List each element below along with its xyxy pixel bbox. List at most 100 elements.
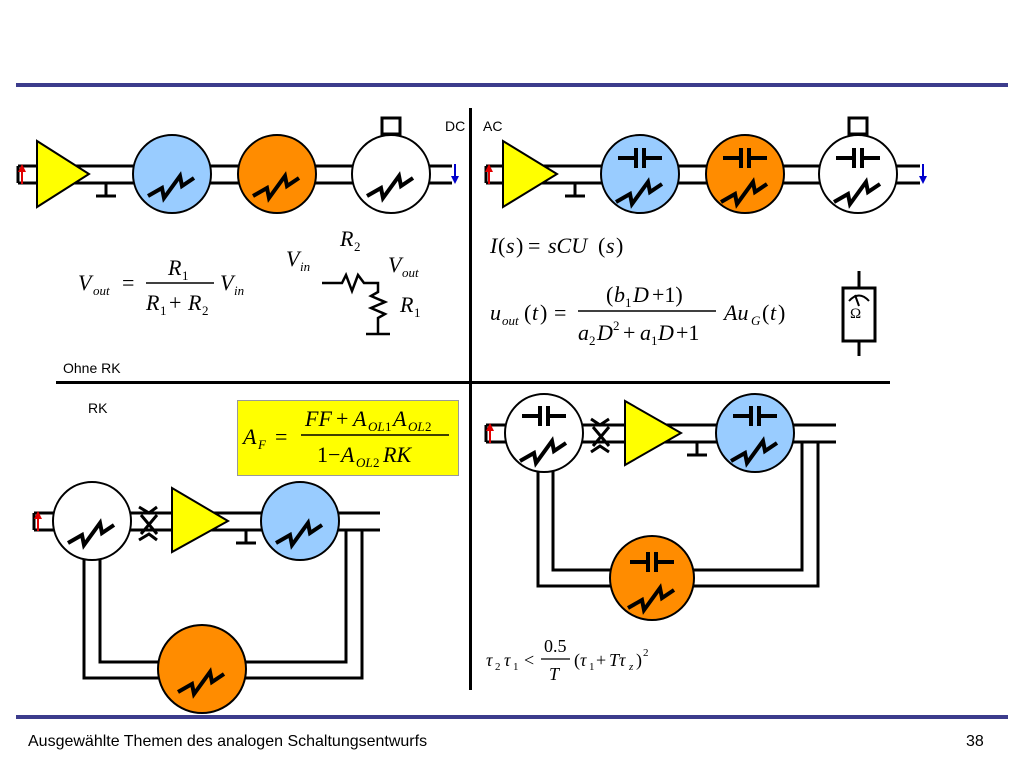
svg-text:z: z bbox=[628, 661, 634, 673]
svg-text:A: A bbox=[241, 424, 257, 449]
transfer-equation: u out ( t ) = ( b 1 D +1) a 2 D 2 + a 1 … bbox=[490, 282, 785, 348]
svg-text:1: 1 bbox=[513, 661, 519, 673]
resistor-icon bbox=[322, 271, 389, 334]
amplifier-triangle-icon bbox=[171, 486, 231, 554]
svg-text:=: = bbox=[528, 233, 540, 258]
svg-text:0.5: 0.5 bbox=[544, 636, 567, 656]
svg-text:+: + bbox=[596, 650, 606, 670]
svg-text:V: V bbox=[220, 270, 236, 295]
svg-text:a: a bbox=[640, 320, 651, 345]
orange-node-icon bbox=[609, 535, 695, 621]
bottom-rule bbox=[16, 715, 1008, 719]
ohm-meter bbox=[841, 271, 877, 356]
vertical-divider bbox=[469, 108, 472, 690]
svg-text:): ) bbox=[540, 300, 547, 325]
svg-text:s: s bbox=[606, 233, 615, 258]
input-arrow-head-icon bbox=[486, 423, 494, 431]
svg-text:a: a bbox=[578, 320, 589, 345]
svg-text:τ: τ bbox=[580, 650, 587, 670]
amplifier-triangle-icon bbox=[624, 399, 684, 467]
voltage-divider-schematic bbox=[322, 271, 390, 336]
svg-text:): ) bbox=[616, 233, 623, 258]
ohne-rk-label: Ohne RK bbox=[63, 360, 121, 376]
horizontal-divider bbox=[56, 381, 890, 384]
bottom-right-loop bbox=[484, 393, 836, 621]
svg-text:D: D bbox=[596, 320, 613, 345]
svg-text:2: 2 bbox=[495, 661, 501, 673]
svg-text:τ: τ bbox=[504, 650, 511, 670]
svg-text:s: s bbox=[506, 233, 515, 258]
svg-text:=: = bbox=[122, 270, 134, 295]
svg-text:τ: τ bbox=[486, 650, 493, 670]
svg-text:1−: 1− bbox=[317, 442, 340, 467]
current-equation: I ( s ) = sCU ( s ) bbox=[489, 233, 623, 258]
svg-text:in: in bbox=[234, 283, 244, 298]
svg-text:D: D bbox=[632, 282, 649, 307]
svg-text:out: out bbox=[502, 313, 519, 328]
svg-text:A: A bbox=[339, 442, 355, 467]
svg-text:in: in bbox=[300, 259, 310, 274]
svg-text:+1: +1 bbox=[676, 320, 699, 345]
svg-text:V: V bbox=[388, 252, 404, 277]
svg-text:D: D bbox=[657, 320, 674, 345]
ohm-symbol: Ω bbox=[850, 306, 862, 322]
feedback-formula-box bbox=[237, 400, 459, 476]
amplifier-triangle-icon bbox=[36, 139, 91, 209]
svg-text:1: 1 bbox=[160, 303, 167, 318]
svg-text:(: ( bbox=[574, 650, 580, 671]
output-arrow-head-icon bbox=[451, 176, 459, 184]
svg-text:V: V bbox=[78, 270, 94, 295]
feedback-equation: A F = FF + A OL 1 A OL 2 1− A OL 2 RK bbox=[241, 406, 449, 470]
white-node-icon bbox=[818, 134, 898, 214]
svg-text:R: R bbox=[167, 255, 182, 280]
blue-node-icon bbox=[715, 393, 795, 473]
white-node-icon bbox=[351, 134, 431, 214]
svg-text:+: + bbox=[336, 406, 348, 431]
svg-text:2: 2 bbox=[589, 333, 596, 348]
svg-text:): ) bbox=[636, 650, 642, 671]
svg-text:=: = bbox=[554, 300, 566, 325]
probe-icon bbox=[847, 116, 869, 136]
svg-text:<: < bbox=[524, 650, 534, 670]
input-arrow-head-icon bbox=[18, 164, 26, 172]
svg-text:): ) bbox=[516, 233, 523, 258]
blue-node-icon bbox=[132, 134, 212, 214]
svg-text:sCU: sCU bbox=[548, 233, 589, 258]
svg-text:OL: OL bbox=[356, 455, 373, 470]
ac-chain bbox=[484, 116, 927, 214]
svg-text:+: + bbox=[169, 290, 181, 315]
svg-text:(: ( bbox=[524, 300, 531, 325]
tau-equation: τ 2 τ 1 < 0.5 T ( τ 1 + Tτ z ) 2 bbox=[486, 636, 649, 684]
divider-schematic-labels: R 2 V in V out R 1 bbox=[286, 226, 421, 320]
ac-label: AC bbox=[483, 118, 503, 134]
svg-text:+1): +1) bbox=[652, 282, 683, 307]
svg-text:out: out bbox=[93, 283, 110, 298]
orange-node-icon bbox=[237, 134, 317, 214]
svg-text:2: 2 bbox=[613, 318, 620, 333]
svg-text:I: I bbox=[489, 233, 499, 258]
output-arrow-head-icon bbox=[919, 176, 927, 184]
svg-text:R: R bbox=[399, 292, 414, 317]
page-number: 38 bbox=[966, 733, 984, 750]
svg-text:2: 2 bbox=[425, 419, 432, 434]
rk-label: RK bbox=[88, 400, 108, 416]
svg-text:F: F bbox=[257, 437, 267, 452]
svg-text:t: t bbox=[532, 300, 539, 325]
svg-text:T: T bbox=[549, 664, 561, 684]
svg-text:R: R bbox=[145, 290, 160, 315]
svg-text:A: A bbox=[351, 406, 367, 431]
svg-text:A: A bbox=[391, 406, 407, 431]
svg-text:2: 2 bbox=[202, 303, 209, 318]
ohm-meter-icon bbox=[841, 286, 877, 343]
blue-node-icon bbox=[600, 134, 680, 214]
blue-node-icon bbox=[260, 481, 340, 561]
orange-node-icon bbox=[157, 624, 247, 714]
svg-text:1: 1 bbox=[625, 295, 632, 310]
svg-text:V: V bbox=[286, 246, 302, 271]
svg-text:2: 2 bbox=[373, 455, 380, 470]
probe-icon bbox=[380, 116, 402, 136]
divider-equation: V out = R 1 R 1 + R 2 V in bbox=[78, 255, 244, 318]
white-node-icon bbox=[504, 393, 584, 473]
footer-title: Ausgewählte Themen des analogen Schaltun… bbox=[28, 733, 428, 750]
